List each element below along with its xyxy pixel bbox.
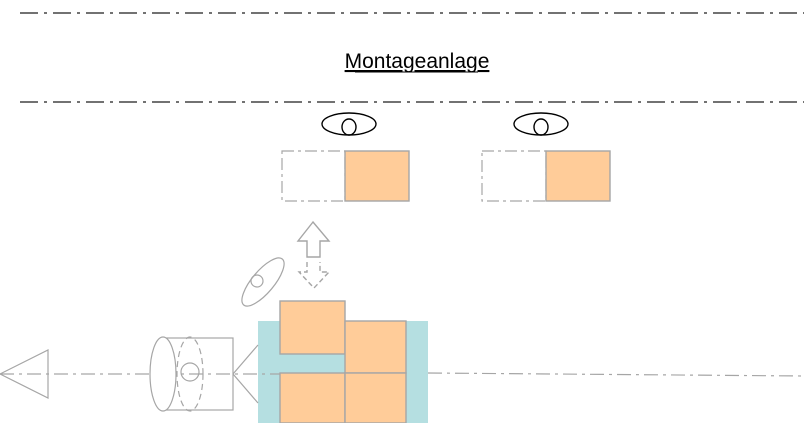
workpiece — [344, 372, 407, 423]
empty-slot — [481, 150, 547, 202]
rotation-icon — [241, 257, 285, 307]
camera-icon — [149, 336, 259, 412]
workpiece — [344, 320, 407, 374]
workpiece — [279, 372, 346, 423]
empty-slot — [281, 150, 346, 202]
workpiece — [344, 150, 410, 202]
workpiece — [545, 150, 611, 202]
eye-loop-icon — [513, 112, 569, 136]
arrow-updown-icon — [296, 220, 331, 290]
eye-loop-icon — [321, 112, 377, 136]
center-line-right — [427, 372, 804, 377]
triangle-projector-icon — [0, 349, 49, 399]
workpiece — [279, 300, 346, 355]
diagram-title: Montageanlage — [345, 50, 490, 73]
